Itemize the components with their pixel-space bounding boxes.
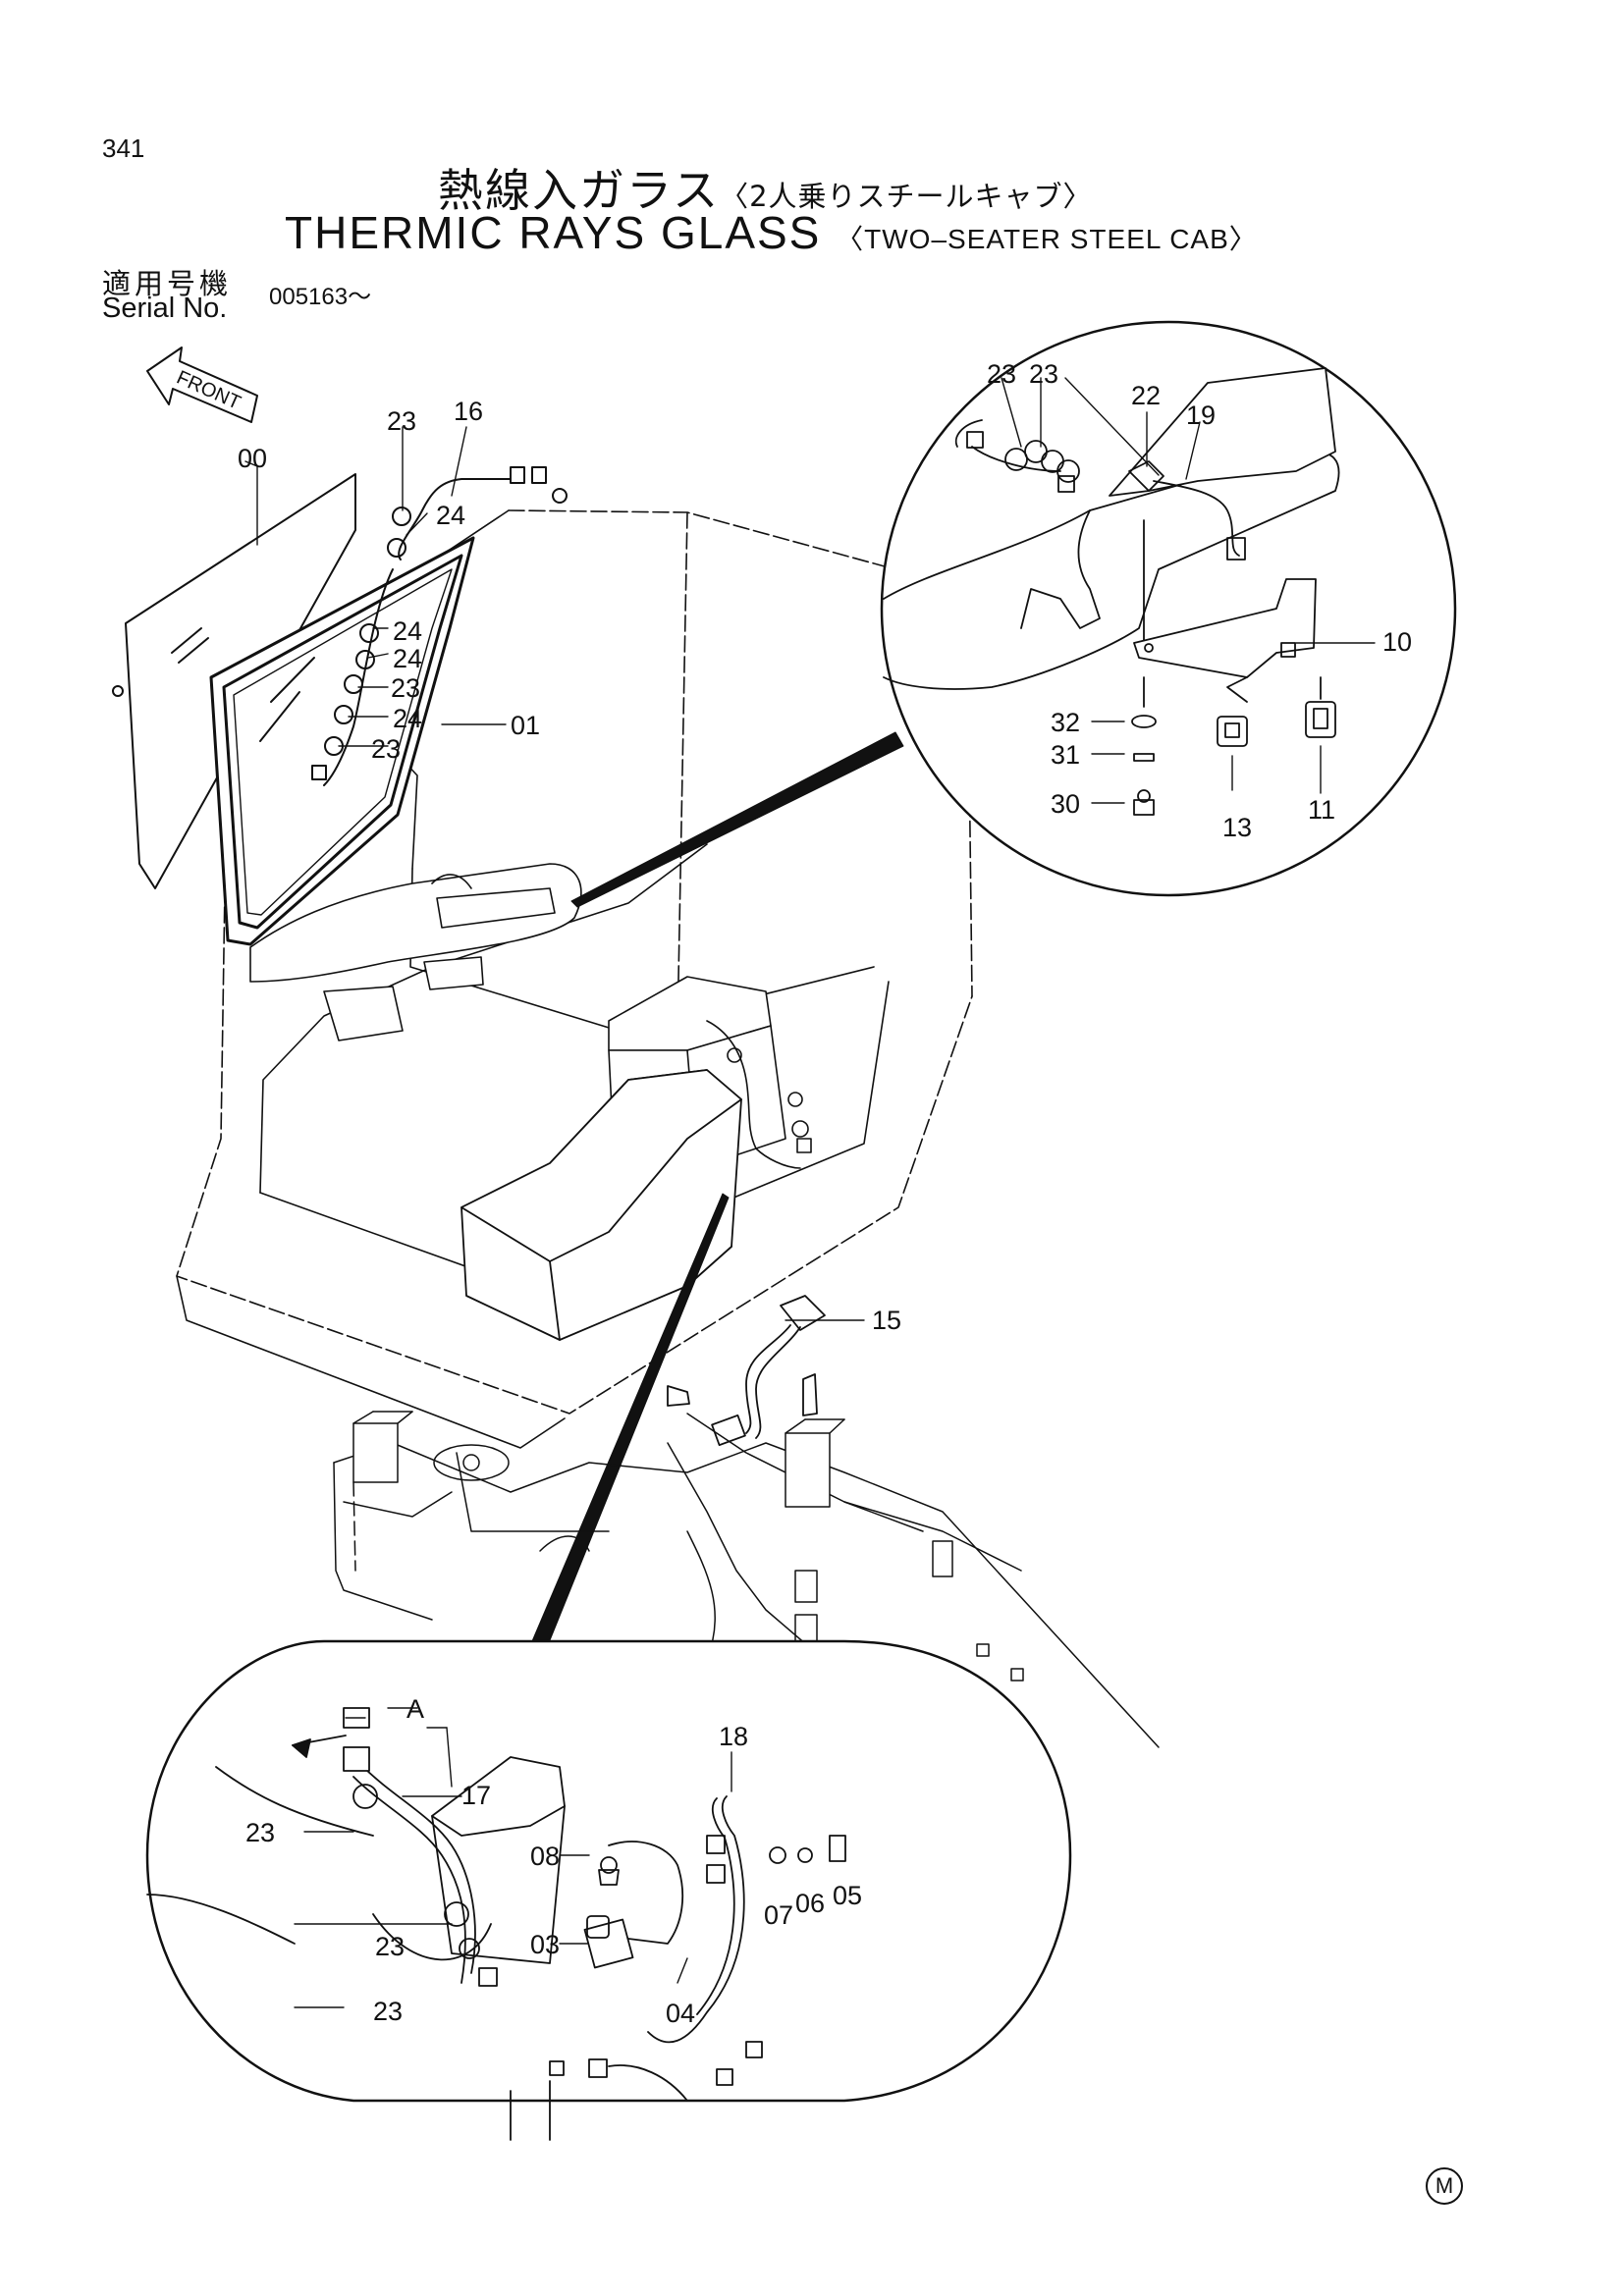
callout-24: 24 <box>436 501 465 530</box>
callout-23-g: 23 <box>375 1932 405 1961</box>
callout-06: 06 <box>795 1889 825 1918</box>
callout-23: 23 <box>387 406 416 436</box>
callout-11: 11 <box>1308 795 1335 825</box>
callout-07: 07 <box>764 1900 793 1930</box>
callout-17: 17 <box>461 1781 491 1810</box>
callout-03: 03 <box>530 1930 560 1959</box>
callout-23-e: 23 <box>1029 359 1058 389</box>
callout-10: 10 <box>1382 627 1412 657</box>
dashboard <box>249 863 582 1041</box>
callout-23-c: 23 <box>371 734 401 764</box>
callout-16: 16 <box>454 397 483 426</box>
page-number: 341 <box>102 133 145 163</box>
title-japanese: 熱線入ガラス〈2人乗りスチールキャブ〉 <box>438 155 1093 220</box>
callout-00: 00 <box>238 444 267 473</box>
front-arrow-icon: FRONT <box>146 347 258 423</box>
title-english: THERMIC RAYS GLASS 〈TWO–SEATER STEEL CAB… <box>285 206 1258 259</box>
callout-24-b: 24 <box>393 616 422 646</box>
serial-label-english: Serial No. <box>102 293 228 324</box>
leader-lines <box>244 377 1376 2008</box>
detail-bottom-contents <box>146 1707 846 2141</box>
callout-19: 19 <box>1186 400 1216 430</box>
callout-22: 22 <box>1131 381 1161 410</box>
harness-15 <box>667 1295 826 1447</box>
callout-32: 32 <box>1051 708 1080 737</box>
callout-18: 18 <box>719 1722 748 1751</box>
title-english-sub: 〈TWO–SEATER STEEL CAB〉 <box>836 224 1258 254</box>
serial-value: 005163～ <box>269 284 372 310</box>
callout-24-d: 24 <box>393 704 422 733</box>
callout-23-h: 23 <box>373 1997 403 2026</box>
callout-01: 01 <box>511 711 540 740</box>
detail-circle-bottom <box>145 1639 1072 2103</box>
seat-box <box>460 1069 742 1341</box>
callout-08: 08 <box>530 1842 560 1871</box>
callout-labels: 00 01 03 04 05 06 07 08 10 11 13 15 16 1… <box>238 359 1412 2028</box>
callout-23-b: 23 <box>391 673 420 703</box>
callout-05: 05 <box>833 1881 862 1910</box>
callout-13: 13 <box>1222 813 1252 842</box>
leader-wedge-top <box>570 731 904 908</box>
callout-23-f: 23 <box>245 1818 275 1847</box>
callout-23-d: 23 <box>987 359 1016 389</box>
callout-24-c: 24 <box>393 644 422 673</box>
callout-15: 15 <box>872 1306 901 1335</box>
callout-04: 04 <box>666 1999 695 2028</box>
serial-label-japanese: 適用号機 <box>102 267 233 300</box>
title-japanese-main: 熱線入ガラス <box>438 164 721 217</box>
callout-30: 30 <box>1051 789 1080 819</box>
detail-top-contents <box>883 367 1340 816</box>
corner-mark: M <box>1426 2167 1463 2205</box>
title-english-main: THERMIC RAYS GLASS <box>285 207 822 258</box>
callout-31: 31 <box>1051 740 1080 770</box>
title-japanese-sub: 〈2人乗りスチールキャブ〉 <box>720 180 1093 213</box>
callout-a: A <box>406 1694 424 1724</box>
detail-circle-top <box>880 320 1457 897</box>
